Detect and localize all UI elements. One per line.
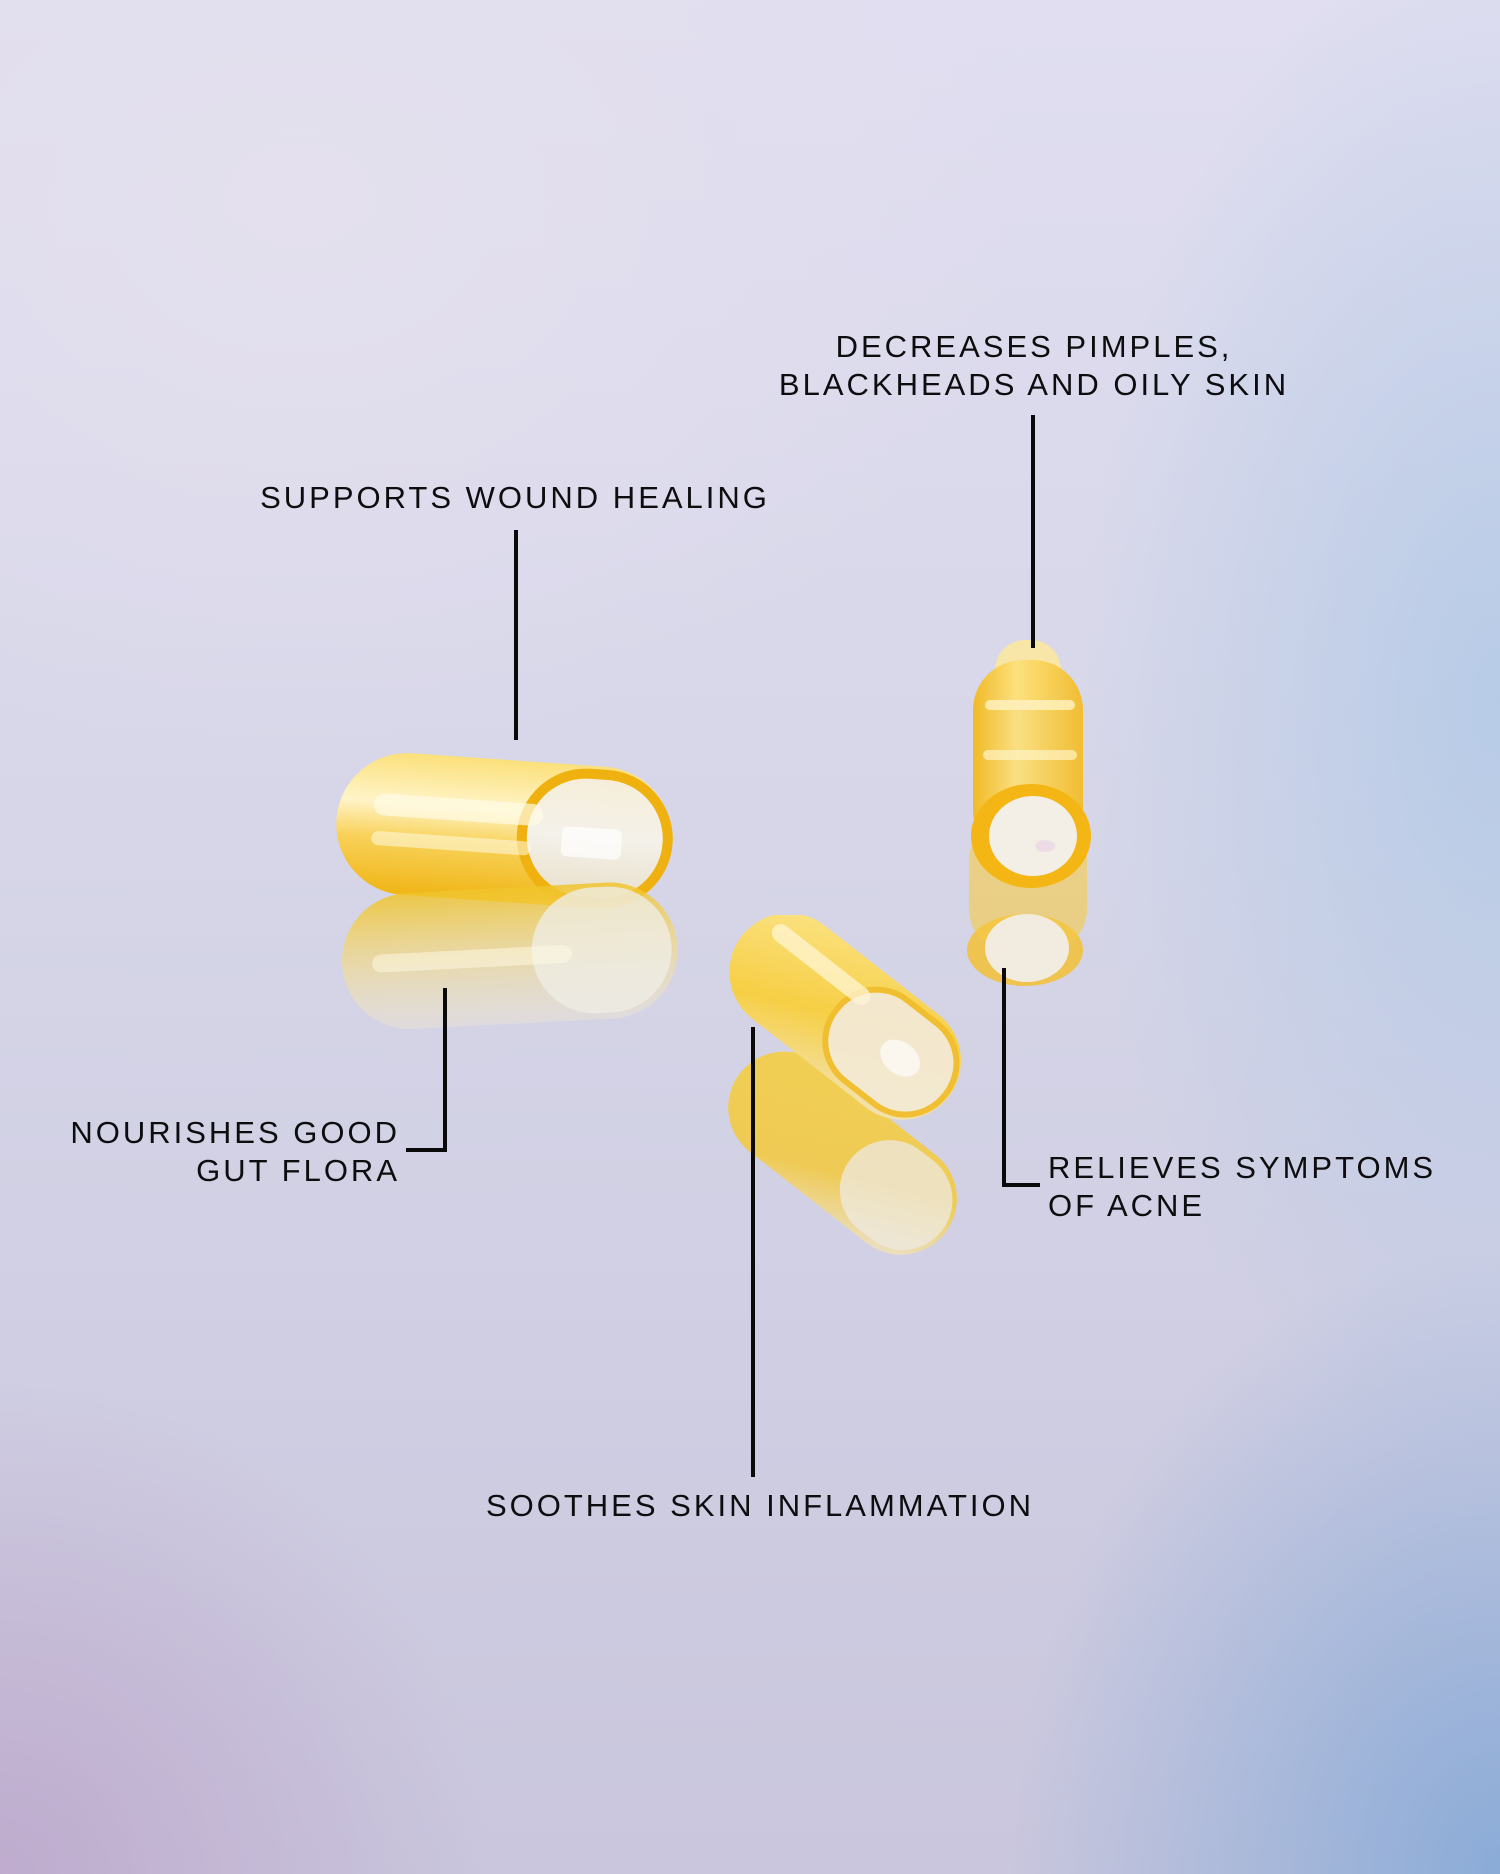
capsule-horizontal (332, 752, 680, 1030)
callout-wound-healing: SUPPORTS WOUND HEALING (200, 479, 830, 517)
leader-line-pimples (1031, 415, 1035, 648)
callout-acne-line2: OF ACNE (1048, 1188, 1206, 1223)
leader-line-acne-horizontal (1002, 1183, 1040, 1187)
leader-line-gut-flora-horizontal (406, 1148, 447, 1152)
leader-line-wound-healing (514, 530, 518, 740)
callout-pimples: DECREASES PIMPLES, BLACKHEADS AND OILY S… (700, 328, 1368, 404)
capsule-diagonal-illustration (728, 913, 961, 1255)
callout-inflammation: SOOTHES SKIN INFLAMMATION (430, 1487, 1090, 1525)
leader-line-inflammation (751, 1027, 755, 1477)
callout-pimples-line1: DECREASES PIMPLES, (835, 329, 1233, 364)
capsule-vertical-illustration (967, 640, 1091, 986)
callout-gut-flora-line2: GUT FLORA (196, 1153, 400, 1188)
callout-acne-line1: RELIEVES SYMPTOMS (1048, 1150, 1437, 1185)
leader-line-gut-flora-vertical (443, 988, 447, 1152)
callout-gut-flora: NOURISHES GOOD GUT FLORA (0, 1114, 400, 1190)
callout-wound-healing-text: SUPPORTS WOUND HEALING (260, 480, 770, 515)
leader-line-acne-vertical (1002, 968, 1006, 1187)
callout-pimples-line2: BLACKHEADS AND OILY SKIN (778, 367, 1290, 402)
callout-inflammation-text: SOOTHES SKIN INFLAMMATION (485, 1488, 1035, 1523)
capsule-diagonal (715, 913, 985, 1285)
capsule-vertical (955, 640, 1105, 1000)
callout-acne: RELIEVES SYMPTOMS OF ACNE (1048, 1149, 1498, 1225)
callout-gut-flora-line1: NOURISHES GOOD (70, 1115, 400, 1150)
capsule-horizontal-illustration (336, 753, 678, 1030)
